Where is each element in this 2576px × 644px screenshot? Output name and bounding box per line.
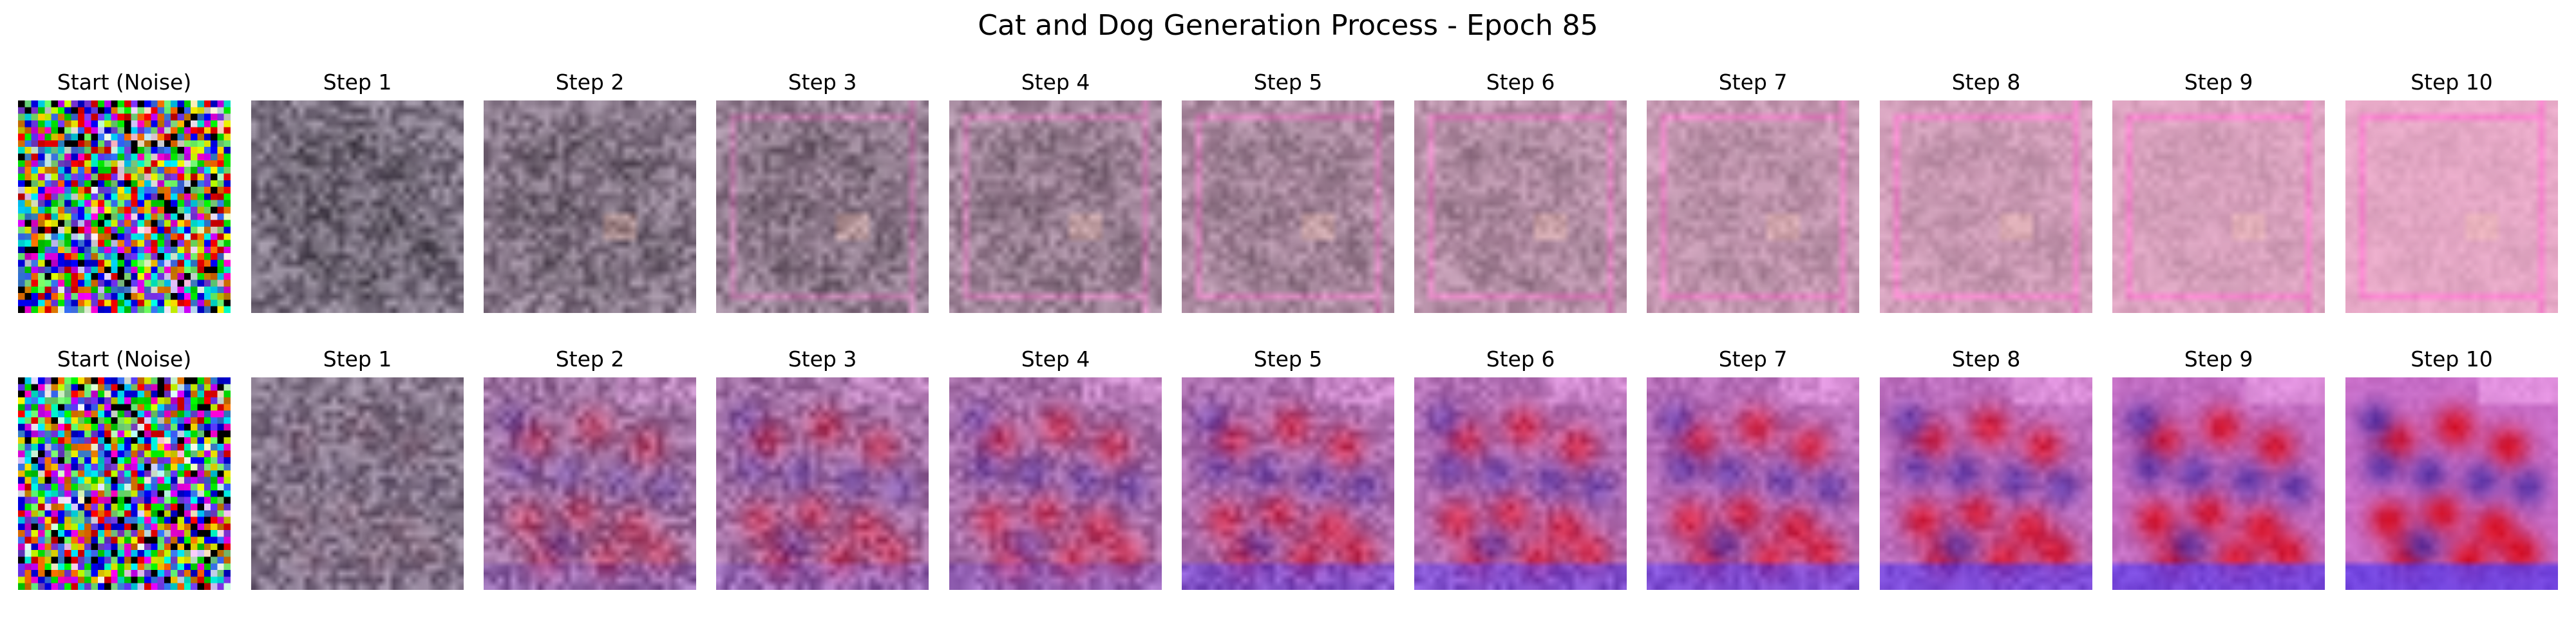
generated-image: [1414, 100, 1627, 313]
panel-title: Step 2: [555, 70, 625, 95]
generated-image: [1880, 100, 2092, 313]
generated-image: [716, 377, 929, 590]
generated-image: [1647, 100, 1859, 313]
generated-image: [251, 377, 464, 590]
figure-title: Cat and Dog Generation Process - Epoch 8…: [978, 9, 1598, 42]
panel-title: Step 3: [788, 70, 857, 95]
panel-title: Step 8: [1951, 70, 2021, 95]
generated-image: [2112, 100, 2325, 313]
generated-image: [2345, 100, 2558, 313]
noise-image: [18, 377, 231, 590]
panel-title: Step 5: [1253, 70, 1323, 95]
generated-image: [716, 100, 929, 313]
panel-title: Step 1: [323, 70, 392, 95]
generated-image: [1880, 377, 2092, 590]
panel-title: Step 5: [1253, 346, 1323, 372]
panel-title: Step 8: [1951, 346, 2021, 372]
generated-image: [484, 377, 696, 590]
generated-image: [484, 100, 696, 313]
panel-title: Step 1: [323, 346, 392, 372]
panel-title: Step 10: [2410, 70, 2493, 95]
panel-title: Step 7: [1718, 346, 1788, 372]
generated-image: [1414, 377, 1627, 590]
generated-image: [2112, 377, 2325, 590]
noise-image: [18, 100, 231, 313]
panel-title: Step 3: [788, 346, 857, 372]
panel-title: Step 10: [2410, 346, 2493, 372]
panel-title: Step 4: [1021, 346, 1090, 372]
generated-image: [2345, 377, 2558, 590]
panel-title: Start (Noise): [57, 70, 192, 95]
panel-title: Step 6: [1486, 346, 1555, 372]
panel-title: Step 7: [1718, 70, 1788, 95]
panel-title: Step 6: [1486, 70, 1555, 95]
panel-title: Step 9: [2184, 346, 2253, 372]
generated-image: [1647, 377, 1859, 590]
panel-title: Step 2: [555, 346, 625, 372]
panel-title: Step 4: [1021, 70, 1090, 95]
panel-title: Step 9: [2184, 70, 2253, 95]
generated-image: [949, 377, 1162, 590]
panel-title: Start (Noise): [57, 346, 192, 372]
generated-image: [949, 100, 1162, 313]
generated-image: [1182, 377, 1394, 590]
generated-image: [251, 100, 464, 313]
generated-image: [1182, 100, 1394, 313]
